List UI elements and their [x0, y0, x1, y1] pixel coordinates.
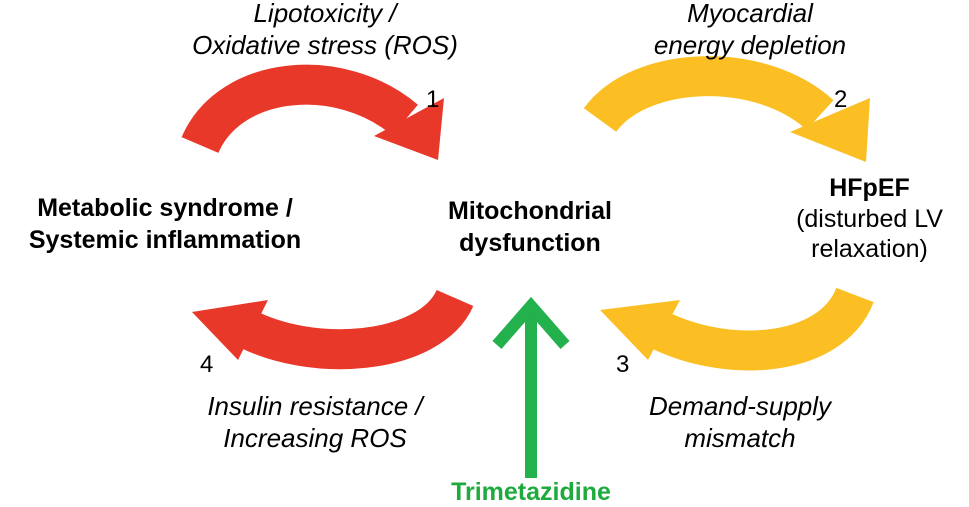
step-number-3: 3	[616, 351, 630, 378]
trimetazidine-label: Trimetazidine	[451, 478, 611, 506]
label-line: Oxidative stress (ROS)	[192, 30, 458, 60]
node-hfpef: HFpEF (disturbed LV relaxation)	[770, 172, 969, 264]
arrow-4-red	[192, 288, 474, 370]
step-number-4: 4	[200, 351, 214, 378]
hfpef-subline: (disturbed LV	[796, 205, 943, 233]
label-line: Demand-supply	[648, 391, 832, 421]
trimetazidine-arrow-green	[492, 296, 570, 478]
label-line: Increasing ROS	[223, 423, 407, 453]
node-line: Mitochondrial	[448, 197, 612, 225]
arrow-2-yellow	[583, 56, 870, 162]
step-number-1: 1	[426, 86, 440, 113]
label-line: Insulin resistance /	[207, 391, 423, 421]
label-energy-depletion: Myocardial energy depletion	[600, 0, 900, 61]
arrow-3-yellow	[600, 286, 874, 371]
label-line: Myocardial	[687, 0, 813, 28]
label-line: energy depletion	[653, 30, 847, 60]
label-insulin-resistance: Insulin resistance / Increasing ROS	[160, 390, 470, 454]
node-line: Metabolic syndrome /	[37, 194, 293, 222]
hfpef-title: HFpEF	[829, 174, 910, 202]
label-demand-supply: Demand-supply mismatch	[600, 390, 880, 454]
arrow-1-red	[181, 64, 444, 160]
node-mitochondrial-dysfunction: Mitochondrial dysfunction	[420, 195, 640, 259]
step-number-2: 2	[834, 86, 848, 113]
label-line: Lipotoxicity /	[253, 0, 397, 28]
hfpef-subline: relaxation)	[811, 235, 928, 263]
label-line: mismatch	[684, 423, 796, 453]
node-line: dysfunction	[459, 229, 601, 257]
node-metabolic-syndrome: Metabolic syndrome / Systemic inflammati…	[0, 192, 330, 256]
node-line: Systemic inflammation	[28, 226, 302, 254]
label-lipotoxicity: Lipotoxicity / Oxidative stress (ROS)	[160, 0, 490, 61]
